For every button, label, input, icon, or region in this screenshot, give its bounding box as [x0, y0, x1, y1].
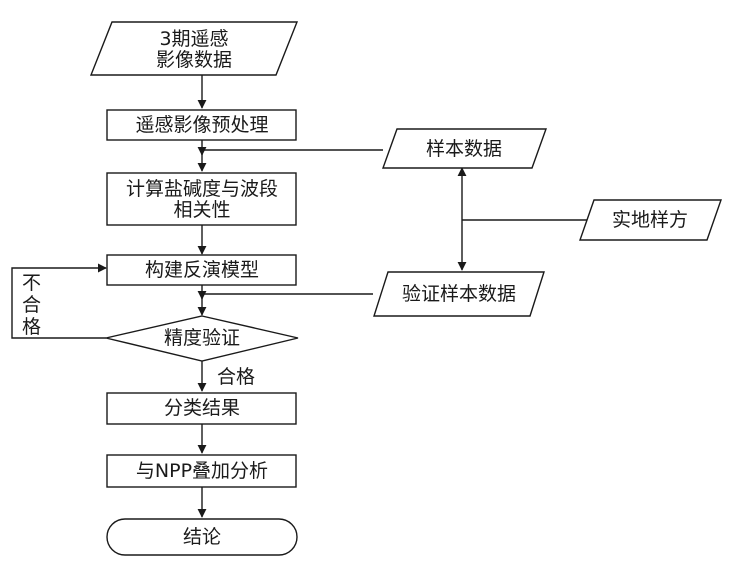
svg-text:合: 合	[22, 294, 41, 316]
svg-text:实地样方: 实地样方	[612, 209, 688, 231]
node-correlation: 计算盐碱度与波段 相关性	[106, 172, 297, 226]
svg-text:验证样本数据: 验证样本数据	[402, 283, 516, 305]
svg-text:不: 不	[22, 272, 41, 294]
node-conclusion: 结论	[106, 518, 298, 556]
svg-text:遥感影像预处理: 遥感影像预处理	[135, 114, 268, 136]
label-fail: 不 合 格	[22, 272, 41, 338]
svg-text:精度验证: 精度验证	[164, 327, 240, 349]
node-accuracy-check: 精度验证	[105, 315, 299, 362]
node-field-plots: 实地样方	[579, 199, 722, 241]
label-pass: 合格	[217, 366, 255, 388]
svg-text:样本数据: 样本数据	[426, 138, 502, 160]
node-input-data: 3期遥感 影像数据	[89, 21, 299, 76]
svg-text:3期遥感: 3期遥感	[159, 28, 228, 50]
svg-text:计算盐碱度与波段: 计算盐碱度与波段	[126, 178, 278, 200]
node-preprocess: 遥感影像预处理	[106, 109, 297, 141]
node-classification: 分类结果	[106, 392, 297, 425]
svg-text:分类结果: 分类结果	[164, 397, 240, 419]
svg-text:与NPP叠加分析: 与NPP叠加分析	[136, 460, 268, 482]
svg-text:影像数据: 影像数据	[156, 49, 232, 71]
node-validation-data: 验证样本数据	[373, 271, 545, 317]
node-build-model: 构建反演模型	[106, 254, 297, 286]
node-npp-overlay: 与NPP叠加分析	[106, 454, 297, 488]
node-sample-data: 样本数据	[382, 128, 547, 169]
arrow-validation-to-accuracy	[197, 290, 373, 300]
arrow-sample-to-correlation	[197, 146, 383, 156]
arrow-fail-loop	[11, 263, 107, 339]
svg-text:格: 格	[22, 316, 41, 338]
svg-text:结论: 结论	[183, 526, 221, 548]
svg-text:相关性: 相关性	[173, 199, 230, 221]
svg-text:构建反演模型: 构建反演模型	[145, 259, 259, 281]
